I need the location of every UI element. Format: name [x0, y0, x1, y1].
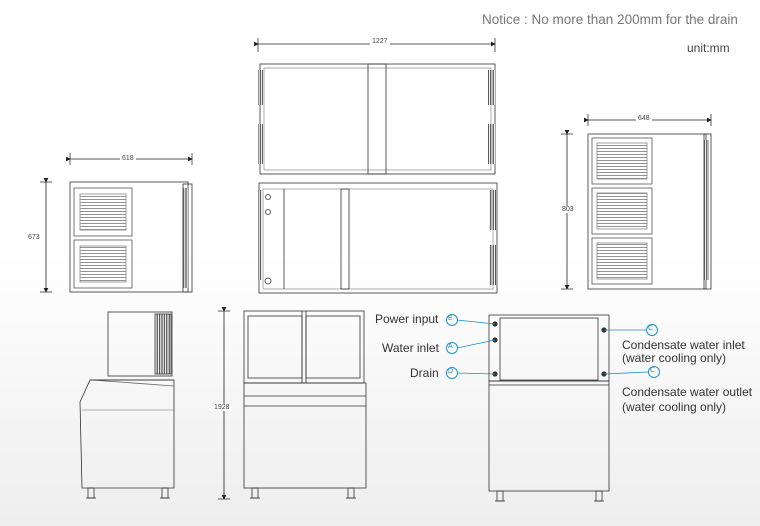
connector-leaders [456, 319, 649, 375]
label-water-inlet: Water inlet [382, 341, 439, 355]
side-elevation [79, 311, 175, 499]
dim-height-left: 673 [26, 234, 42, 241]
rear-view [258, 182, 498, 294]
dim-height-total: 1928 [212, 404, 232, 411]
unit-label: unit:mm [687, 41, 730, 55]
connector-markers [446, 314, 660, 379]
dim-depth-left: 618 [120, 155, 136, 162]
note-cond-inlet: (water cooling only) [622, 351, 727, 365]
right-side-view [561, 114, 712, 290]
drain-notice: Notice : No more than 200mm for the drai… [482, 12, 738, 27]
top-view [254, 38, 496, 175]
label-cond-inlet: Condensate water inlet [622, 338, 745, 352]
back-elevation [488, 314, 610, 502]
code-drain: D [448, 368, 454, 375]
label-power-input: Power input [375, 312, 439, 326]
dim-depth-right: 648 [636, 115, 652, 122]
dim-width-top: 1227 [370, 38, 390, 45]
label-drain: Drain [410, 366, 439, 380]
label-cond-outlet: Condensate water outlet [622, 385, 753, 399]
code-cond-out: C [650, 367, 656, 374]
code-water-in: A [448, 343, 453, 350]
left-side-view [40, 153, 193, 293]
code-power: E [448, 315, 453, 322]
code-cond-in: C [648, 325, 654, 332]
note-cond-outlet: (water cooling only) [622, 400, 727, 414]
front-elevation [218, 307, 367, 500]
dim-height-right: 803 [560, 206, 576, 213]
